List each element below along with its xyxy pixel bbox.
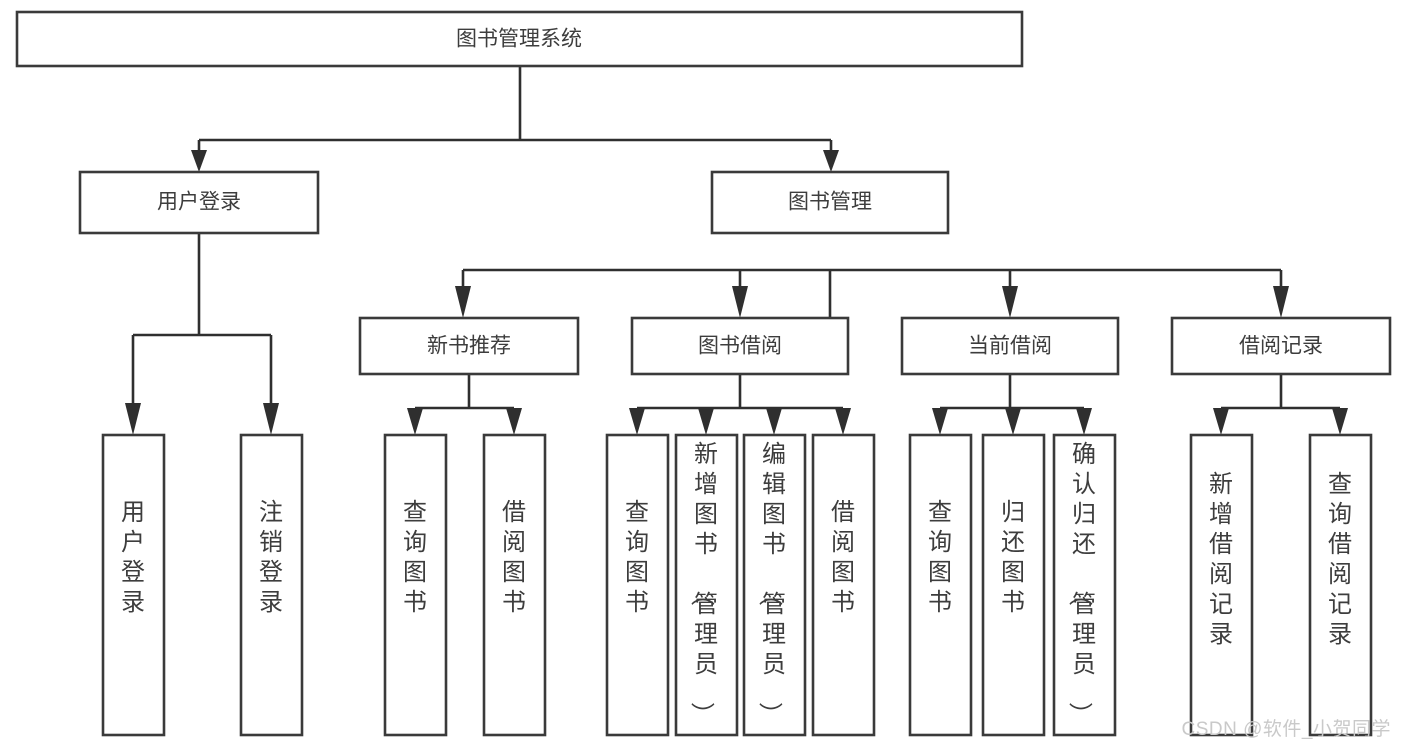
leaf-return-book-box[interactable] — [981, 433, 1046, 737]
leaf-edit-book-box[interactable] — [742, 433, 807, 737]
leaf-query-book-1-box[interactable] — [383, 433, 448, 737]
leaf-logout-login-box[interactable] — [239, 433, 304, 737]
leaf-query-book-3-label: 查询图书 — [928, 499, 952, 616]
arrow-head-currentborrow — [1002, 286, 1018, 318]
leaf-logout-login[interactable]: 注销登录 — [239, 433, 304, 737]
arrow-head-leaf-query-borrow-record — [1332, 408, 1348, 435]
leaf-return-book[interactable]: 归还图书 — [981, 433, 1046, 737]
node-current-borrow-label: 当前借阅 — [968, 335, 1052, 358]
arrow-head-bookborrow — [732, 286, 748, 318]
node-book-manage[interactable]: 图书管理 — [710, 170, 950, 235]
arrow-head-leaf-edit-book — [766, 408, 782, 435]
arrow-head-leaf-confirm-return — [1076, 408, 1092, 435]
leaf-edit-book[interactable]: 编辑图书（管理员） — [742, 433, 807, 737]
arrow-head-borrowrecord — [1273, 286, 1289, 318]
leaf-query-borrow-record[interactable]: 查询借阅记录 — [1308, 433, 1373, 737]
arrow-head-leaf-query-book-3 — [932, 408, 948, 435]
arrow-head-leaf-logout-login — [263, 403, 279, 435]
leaf-borrow-book-1[interactable]: 借阅图书 — [482, 433, 547, 737]
arrow-head-leaf-query-book-2 — [629, 408, 645, 435]
arrow-head-leaf-borrow-book-1 — [506, 408, 522, 435]
leaf-query-book-3-box[interactable] — [908, 433, 973, 737]
node-user-login[interactable]: 用户登录 — [78, 170, 320, 235]
leaf-user-login[interactable]: 用户登录 — [101, 433, 166, 737]
leaf-logout-login-label: 注销登录 — [259, 499, 283, 616]
connector-layer — [125, 66, 1348, 435]
leaf-add-book-label: 新增图书（管理员） — [688, 441, 718, 726]
leaf-edit-book-label: 编辑图书（管理员） — [756, 441, 786, 726]
node-book-borrow-label: 图书借阅 — [698, 335, 782, 358]
leaf-query-book-1[interactable]: 查询图书 — [383, 433, 448, 737]
leaf-user-login-box[interactable] — [101, 433, 166, 737]
arrow-head-leaf-add-book — [698, 408, 714, 435]
leaf-user-login-label: 用户登录 — [121, 499, 145, 616]
arrow-head-leaf-return-book — [1005, 408, 1021, 435]
arrow-head-leaf-user-login — [125, 403, 141, 435]
node-borrow-record-box[interactable] — [1170, 316, 1392, 376]
leaf-return-book-label: 归还图书 — [1001, 499, 1025, 616]
arrow-head-book-manage — [823, 150, 839, 172]
leaf-confirm-return-label: 确认归还（管理员） — [1066, 441, 1096, 726]
arrow-head-leaf-borrow-book-2 — [835, 408, 851, 435]
node-user-login-box[interactable] — [78, 170, 320, 235]
node-current-borrow[interactable]: 当前借阅 — [900, 316, 1120, 376]
node-new-book-recommend[interactable]: 新书推荐 — [358, 316, 580, 376]
node-root-label: 图书管理系统 — [456, 28, 582, 51]
node-book-manage-label: 图书管理 — [788, 191, 872, 214]
node-borrow-record[interactable]: 借阅记录 — [1170, 316, 1392, 376]
leaf-borrow-book-1-box[interactable] — [482, 433, 547, 737]
leaf-query-book-2[interactable]: 查询图书 — [605, 433, 670, 737]
arrow-head-user-login — [191, 150, 207, 172]
node-current-borrow-box[interactable] — [900, 316, 1120, 376]
node-new-book-recommend-box[interactable] — [358, 316, 580, 376]
node-user-login-label: 用户登录 — [157, 191, 241, 214]
leaf-confirm-return-box[interactable] — [1052, 433, 1117, 737]
leaf-confirm-return[interactable]: 确认归还（管理员） — [1052, 433, 1117, 737]
leaf-borrow-book-2-box[interactable] — [811, 433, 876, 737]
leaf-query-book-2-label: 查询图书 — [625, 499, 649, 616]
arrow-head-newbook — [455, 286, 471, 318]
node-book-manage-box[interactable] — [710, 170, 950, 235]
leaf-add-borrow-record-box[interactable] — [1189, 433, 1254, 737]
leaf-query-book-1-label: 查询图书 — [403, 499, 427, 616]
node-book-borrow[interactable]: 图书借阅 — [630, 316, 850, 376]
leaf-borrow-book-2-label: 借阅图书 — [831, 499, 855, 616]
leaf-query-borrow-record-label: 查询借阅记录 — [1328, 471, 1352, 648]
node-root-box[interactable] — [15, 10, 1024, 68]
node-book-borrow-box[interactable] — [630, 316, 850, 376]
leaf-query-borrow-record-box[interactable] — [1308, 433, 1373, 737]
leaf-query-book-2-box[interactable] — [605, 433, 670, 737]
leaf-borrow-book-2[interactable]: 借阅图书 — [811, 433, 876, 737]
leaf-add-borrow-record[interactable]: 新增借阅记录 — [1189, 433, 1254, 737]
leaf-borrow-book-1-label: 借阅图书 — [502, 499, 526, 616]
leaf-add-borrow-record-label: 新增借阅记录 — [1209, 471, 1233, 648]
node-borrow-record-label: 借阅记录 — [1239, 335, 1323, 358]
node-new-book-recommend-label: 新书推荐 — [427, 335, 511, 358]
leaf-add-book-box[interactable] — [674, 433, 739, 737]
arrow-head-leaf-add-borrow-record — [1213, 408, 1229, 435]
node-root[interactable]: 图书管理系统 — [15, 10, 1024, 68]
arrow-head-leaf-query-book-1 — [407, 408, 423, 435]
leaf-add-book[interactable]: 新增图书（管理员） — [674, 433, 739, 737]
leaf-query-book-3[interactable]: 查询图书 — [908, 433, 973, 737]
